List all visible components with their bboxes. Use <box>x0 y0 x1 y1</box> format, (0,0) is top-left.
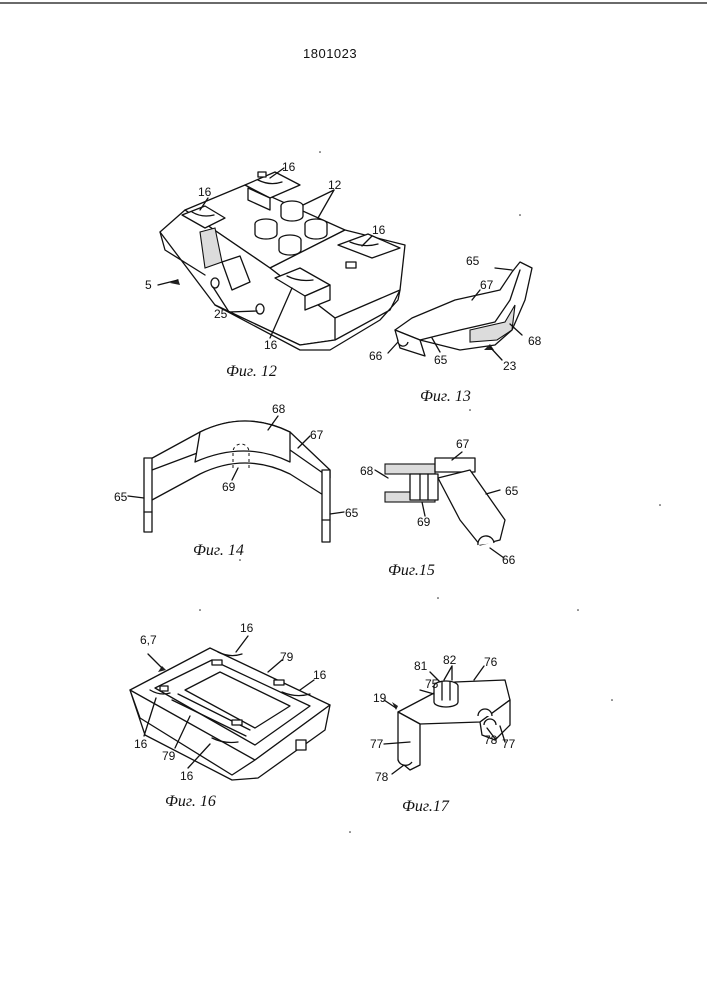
fig15-label-67: 67 <box>456 438 469 450</box>
fig16-label-16b: 16 <box>313 669 326 681</box>
fig14-label-65b: 65 <box>345 507 358 519</box>
fig15-label-65: 65 <box>505 485 518 497</box>
fig16-label-6-7: 6,7 <box>140 634 157 646</box>
fig15-label-68: 68 <box>360 465 373 477</box>
fig16-label-79a: 79 <box>280 651 293 663</box>
fig16-label-16d: 16 <box>180 770 193 782</box>
figure-13-drawing <box>388 262 532 360</box>
fig16-label-79b: 79 <box>162 750 175 762</box>
fig12-caption: Фиг. 12 <box>226 364 277 380</box>
fig17-label-77b: 77 <box>502 738 515 750</box>
fig13-label-66: 66 <box>369 350 382 362</box>
fig17-label-78b: 78 <box>484 734 497 746</box>
fig12-label-16c: 16 <box>372 224 385 236</box>
fig15-label-66: 66 <box>502 554 515 566</box>
fig17-label-78a: 78 <box>375 771 388 783</box>
fig12-label-5: 5 <box>145 279 152 291</box>
fig17-label-76: 76 <box>484 656 497 668</box>
fig14-label-67: 67 <box>310 429 323 441</box>
fig17-label-82: 82 <box>443 654 456 666</box>
fig17-label-75: 75 <box>425 678 438 690</box>
fig12-label-16b: 16 <box>198 186 211 198</box>
fig14-label-69: 69 <box>222 481 235 493</box>
fig16-label-16a: 16 <box>240 622 253 634</box>
fig15-caption: Фиг.15 <box>388 563 435 579</box>
fig17-label-77a: 77 <box>370 738 383 750</box>
fig12-label-25: 25 <box>214 308 227 320</box>
fig16-caption: Фиг. 16 <box>165 794 216 810</box>
fig13-caption: Фиг. 13 <box>420 389 471 405</box>
fig13-label-68: 68 <box>528 335 541 347</box>
fig17-label-19: 19 <box>373 692 386 704</box>
fig17-label-81: 81 <box>414 660 427 672</box>
fig15-label-69: 69 <box>417 516 430 528</box>
figure-15-drawing <box>375 452 505 558</box>
fig12-label-16a: 16 <box>282 161 295 173</box>
fig13-label-23: 23 <box>503 360 516 372</box>
fig13-label-65a: 65 <box>466 255 479 267</box>
fig16-label-16c: 16 <box>134 738 147 750</box>
fig13-label-65b: 65 <box>434 354 447 366</box>
fig13-label-67: 67 <box>480 279 493 291</box>
fig14-caption: Фиг. 14 <box>193 543 244 559</box>
figure-17-drawing <box>384 666 510 774</box>
fig17-caption: Фиг.17 <box>402 799 449 815</box>
figure-16-drawing <box>130 636 330 780</box>
figure-12-drawing <box>158 168 405 350</box>
fig14-label-65a: 65 <box>114 491 127 503</box>
fig12-label-12: 12 <box>328 179 341 191</box>
fig14-label-68: 68 <box>272 403 285 415</box>
fig12-label-16d: 16 <box>264 339 277 351</box>
